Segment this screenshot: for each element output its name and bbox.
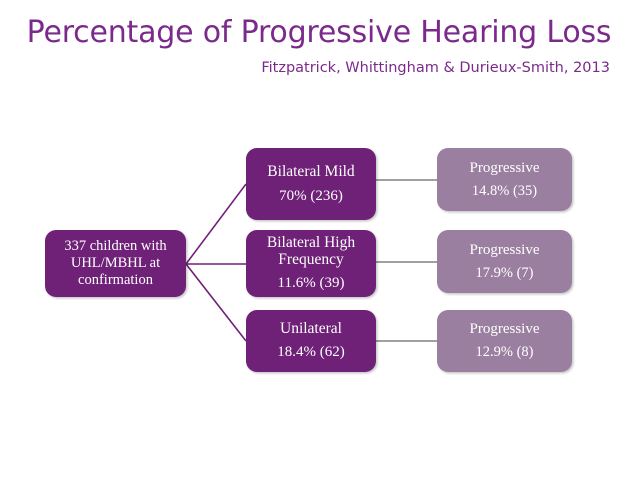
node-root-line-2: UHL/MBHL at [70, 255, 161, 271]
citation-subtitle: Fitzpatrick, Whittingham & Durieux-Smith… [261, 60, 610, 76]
node-outcome-progressive-bilateral-high-frequency[interactable]: Progressive 17.9% (7) [437, 230, 572, 293]
node-category-1-label: Bilateral High [266, 234, 356, 251]
node-root-line-3: confirmation [78, 272, 153, 288]
connector-root-to-unilateral [185, 263, 247, 342]
node-outcome-0-label: Progressive [469, 159, 540, 176]
connector-root-to-bilateral-mild [185, 183, 247, 265]
node-outcome-progressive-unilateral[interactable]: Progressive 12.9% (8) [437, 310, 572, 372]
node-outcome-1-value: 17.9% (7) [475, 264, 534, 281]
node-outcome-1-label: Progressive [469, 241, 540, 258]
page-title: Percentage of Progressive Hearing Loss [26, 15, 612, 50]
node-root-population[interactable]: 337 children with UHL/MBHL at confirmati… [45, 230, 186, 297]
node-category-bilateral-mild[interactable]: Bilateral Mild 70% (236) [246, 148, 376, 220]
node-category-1-label-cont: Frequency [278, 251, 344, 268]
node-root-line-1: 337 children with [64, 238, 167, 254]
node-outcome-2-value: 12.9% (8) [475, 344, 534, 360]
node-category-unilateral[interactable]: Unilateral 18.4% (62) [246, 310, 376, 372]
node-category-0-label: Bilateral Mild [267, 162, 355, 180]
node-outcome-progressive-bilateral-mild[interactable]: Progressive 14.8% (35) [437, 148, 572, 211]
node-category-1-value: 11.6% (39) [277, 275, 345, 291]
node-outcome-2-label: Progressive [469, 321, 540, 337]
node-category-0-value: 70% (236) [279, 187, 343, 204]
node-category-2-value: 18.4% (62) [277, 344, 345, 360]
node-category-bilateral-high-frequency[interactable]: Bilateral High Frequency 11.6% (39) [246, 230, 376, 297]
node-category-2-label: Unilateral [280, 320, 342, 337]
node-outcome-0-value: 14.8% (35) [471, 182, 538, 199]
